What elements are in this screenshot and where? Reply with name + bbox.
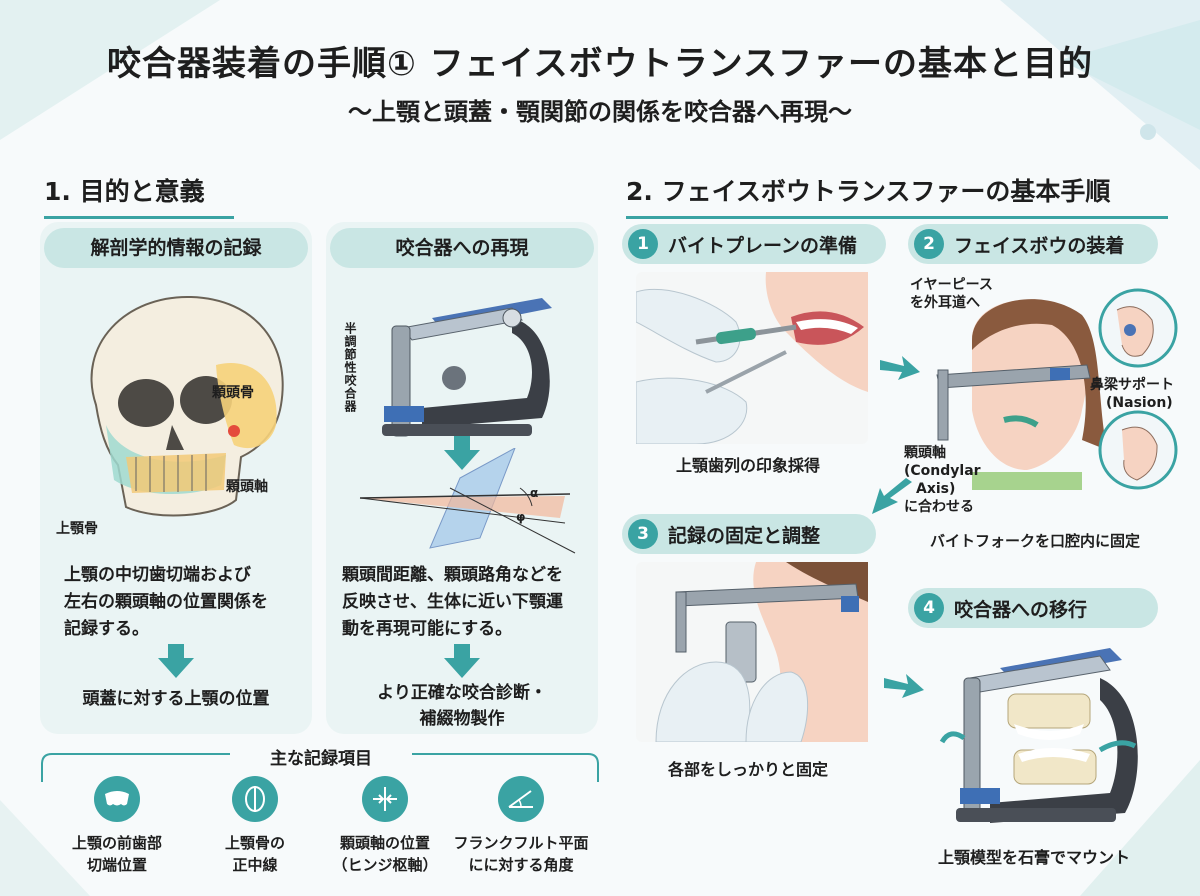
- condylar-axis-label: 顆頭軸: [226, 479, 268, 495]
- record-item-incisal: 上顎の前歯部 切端位置: [42, 776, 192, 876]
- earpiece-label-line1: イヤーピース: [910, 277, 993, 293]
- step3-pill: 3 記録の固定と調整: [622, 514, 876, 554]
- step3-caption: 各部をしっかりと固定: [668, 760, 829, 779]
- down-arrow-icon: [444, 644, 480, 678]
- record-item-frankfort-angle: フランクフルト平面 にに対する角度: [446, 776, 596, 876]
- earpiece-label-line2: を外耳道へ: [910, 295, 980, 311]
- anatomy-panel-title: 解剖学的情報の記録: [44, 228, 308, 268]
- records-frame: [41, 753, 599, 782]
- condylar-label-line1: 顆頭軸: [904, 445, 946, 461]
- nasion-label-line2: (Nasion): [1106, 395, 1173, 411]
- anatomy-body-line1: 上顎の中切歯切端および: [64, 565, 251, 585]
- step1-illustration: [636, 272, 868, 444]
- anatomy-body-line3: 記録する。: [64, 619, 149, 639]
- right-arrow-icon: [880, 356, 920, 380]
- condyle-bone-label: 顆頭骨: [212, 385, 254, 401]
- section2-heading: 2. フェイスボウトランスファーの基本手順: [626, 172, 1168, 219]
- condylar-angle-diagram: [359, 448, 576, 554]
- articulator-result-line2: 補綴物製作: [419, 709, 505, 729]
- down-arrow-icon: [444, 436, 480, 470]
- step2-caption: バイトフォークを口腔内に固定: [930, 532, 1141, 550]
- articulator-body-line2: 反映させ、生体に近い下顎運: [342, 592, 563, 612]
- condylar-label-line4: に合わせる: [904, 499, 974, 515]
- step3-illustration: [636, 562, 868, 742]
- right-arrow-icon: [884, 674, 924, 698]
- down-arrow-icon: [158, 644, 194, 678]
- articulator-body-line3: 動を再現可能にする。: [342, 619, 513, 639]
- articulator-result-line1: より正確な咬合診断・: [377, 683, 547, 703]
- page-title: 咬合器装着の手順① フェイスボウトランスファーの基本と目的: [107, 44, 1093, 84]
- teeth-icon: [94, 776, 140, 822]
- down-left-arrow-icon: [872, 478, 912, 514]
- hinge-axis-icon: [362, 776, 408, 822]
- step2-pill: 2 フェイスボウの装着: [908, 224, 1158, 264]
- step2-illustration: [936, 288, 1178, 490]
- alpha-label: α: [530, 486, 539, 500]
- nasion-label-line1: 鼻梁サポート: [1090, 377, 1174, 393]
- articulator-vertical-label: 半調節性咬合器: [343, 322, 357, 413]
- step4-caption: 上顎模型を石膏でマウント: [938, 848, 1131, 867]
- midline-icon: [232, 776, 278, 822]
- articulator-panel-title: 咬合器への再現: [330, 228, 594, 268]
- condylar-label-line3: Axis): [916, 481, 956, 497]
- page-subtitle: 〜上顎と頭蓋・顎関節の関係を咬合器へ再現〜: [348, 98, 852, 126]
- phi-label: φ: [516, 510, 526, 524]
- record-item-midline: 上顎骨の 正中線: [180, 776, 330, 876]
- records-title: 主な記録項目: [270, 749, 372, 769]
- angle-icon: [498, 776, 544, 822]
- record-item-hinge-axis: 顆頭軸の位置 （ヒンジ枢軸）: [310, 776, 460, 876]
- step4-illustration: [939, 648, 1138, 823]
- condylar-label-line2: (Condylar: [904, 463, 981, 479]
- articulator-body-line1: 顆頭間距離、顆頭路角などを: [342, 565, 563, 585]
- anatomy-result: 頭蓋に対する上顎の位置: [82, 689, 270, 709]
- articulator-illustration: [382, 298, 552, 437]
- section1-heading: 1. 目的と意義: [44, 172, 234, 219]
- step1-caption: 上顎歯列の印象採得: [676, 456, 821, 475]
- maxilla-label: 上顎骨: [56, 521, 98, 537]
- step1-pill: 1 バイトプレーンの準備: [622, 224, 886, 264]
- anatomy-body-line2: 左右の顆頭軸の位置関係を: [64, 592, 268, 612]
- step4-pill: 4 咬合器への移行: [908, 588, 1158, 628]
- skull-illustration: [90, 295, 284, 517]
